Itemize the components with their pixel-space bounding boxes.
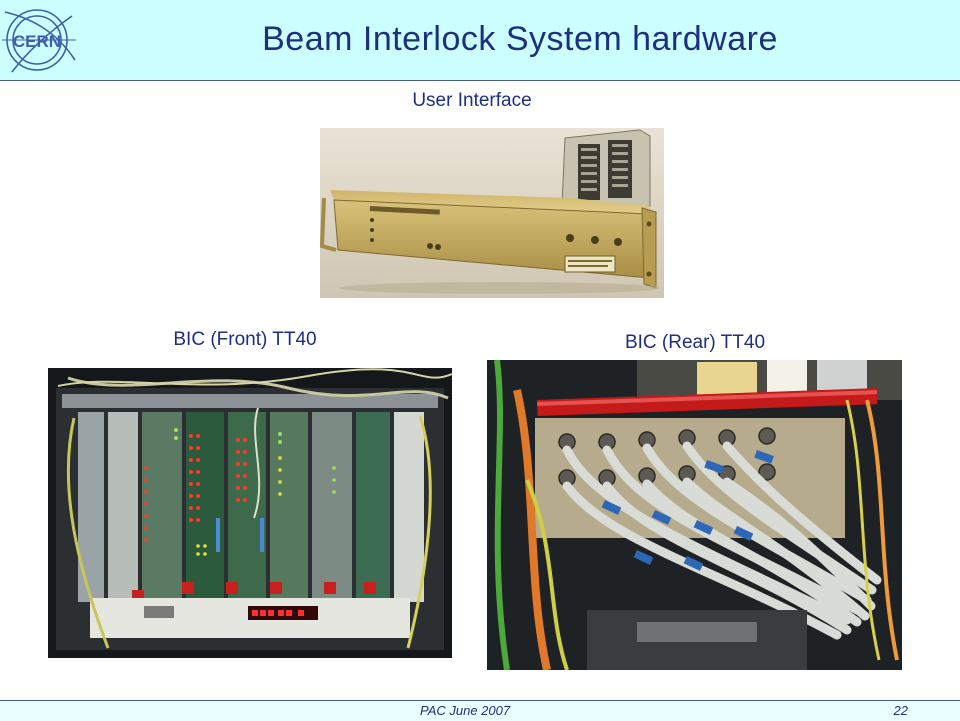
footer-event: PAC June 2007 [420,703,511,718]
bic-front-photo [48,368,452,658]
slide-header: CERN Beam Interlock System hardware [0,0,960,81]
caption-bic-rear: BIC (Rear) TT40 [624,332,766,353]
cern-logo: CERN [2,9,76,73]
page-number: 22 [893,703,908,718]
caption-user-interface: User Interface [412,90,532,111]
user-interface-photo [320,128,664,298]
svg-text:CERN: CERN [13,32,61,51]
slide-title: Beam Interlock System hardware [262,20,778,58]
bic-rear-photo [487,360,902,670]
slide-footer: PAC June 2007 22 [0,700,960,721]
caption-bic-front: BIC (Front) TT40 [173,329,317,350]
